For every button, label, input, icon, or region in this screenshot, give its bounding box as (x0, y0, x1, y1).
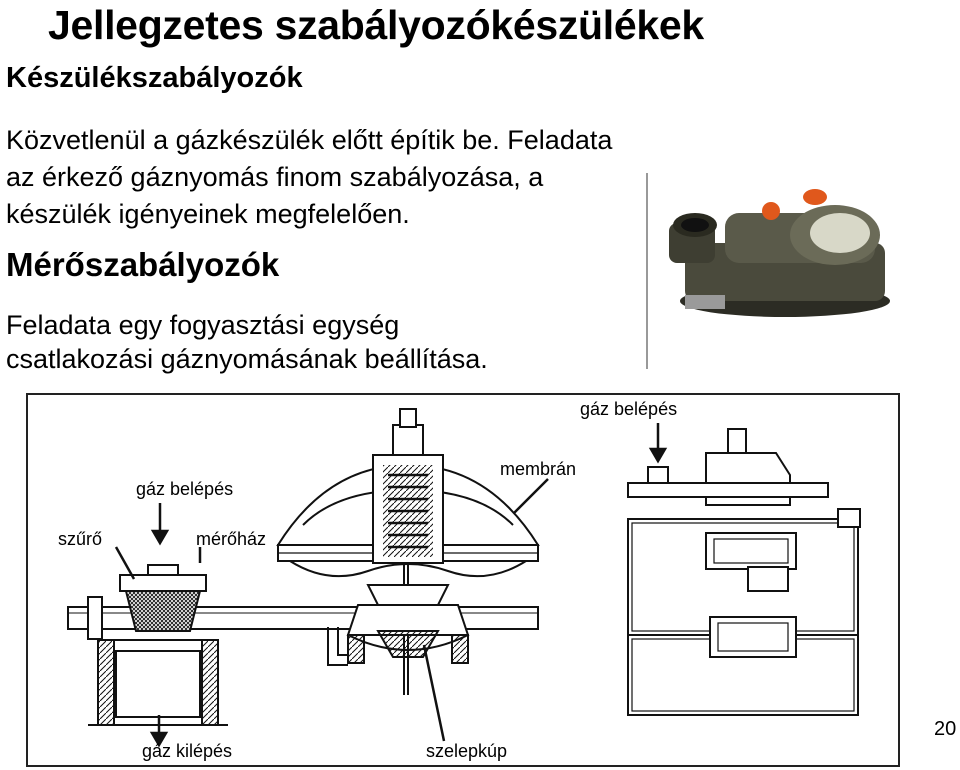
label-meter-body: mérőház (196, 529, 266, 549)
text-line: Közvetlenül a gázkészülék előtt építik b… (6, 125, 613, 155)
section-heading-meter-regulators: Mérőszabályozók (6, 246, 280, 283)
text-line: csatlakozási gáznyomásának beállítása. (6, 344, 488, 374)
regulator-meter-diagram: gáz belépés szűrő mérőház membrán gáz be… (58, 399, 861, 761)
label-gas-in-left: gáz belépés (136, 479, 233, 499)
label-gas-in-right: gáz belépés (580, 399, 677, 419)
vertical-divider (646, 173, 648, 369)
label-valve-cone: szelepkúp (426, 741, 507, 761)
text-line: Feladata egy fogyasztási egység (6, 310, 400, 340)
section-heading-device-regulators: Készülékszabályozók (6, 62, 303, 94)
text-line: az érkező gáznyomás finom szabályozása, … (6, 162, 544, 192)
label-filter: szűrő (58, 529, 102, 549)
page-number: 20 (934, 718, 957, 740)
text-line: készülék igényeinek megfelelően. (6, 199, 410, 229)
diagram-frame: gáz belépés szűrő mérőház membrán gáz be… (26, 393, 900, 767)
label-gas-out: gáz kilépés (142, 741, 232, 761)
regulator-photo (669, 189, 890, 317)
label-membrane: membrán (500, 459, 576, 479)
section-text-meter-regulators: Feladata egy fogyasztási egység csatlako… (6, 308, 626, 376)
page-title: Jellegzetes szabályozókészülékek (48, 2, 704, 48)
section-text-device-regulators: Közvetlenül a gázkészülék előtt építik b… (6, 122, 696, 233)
